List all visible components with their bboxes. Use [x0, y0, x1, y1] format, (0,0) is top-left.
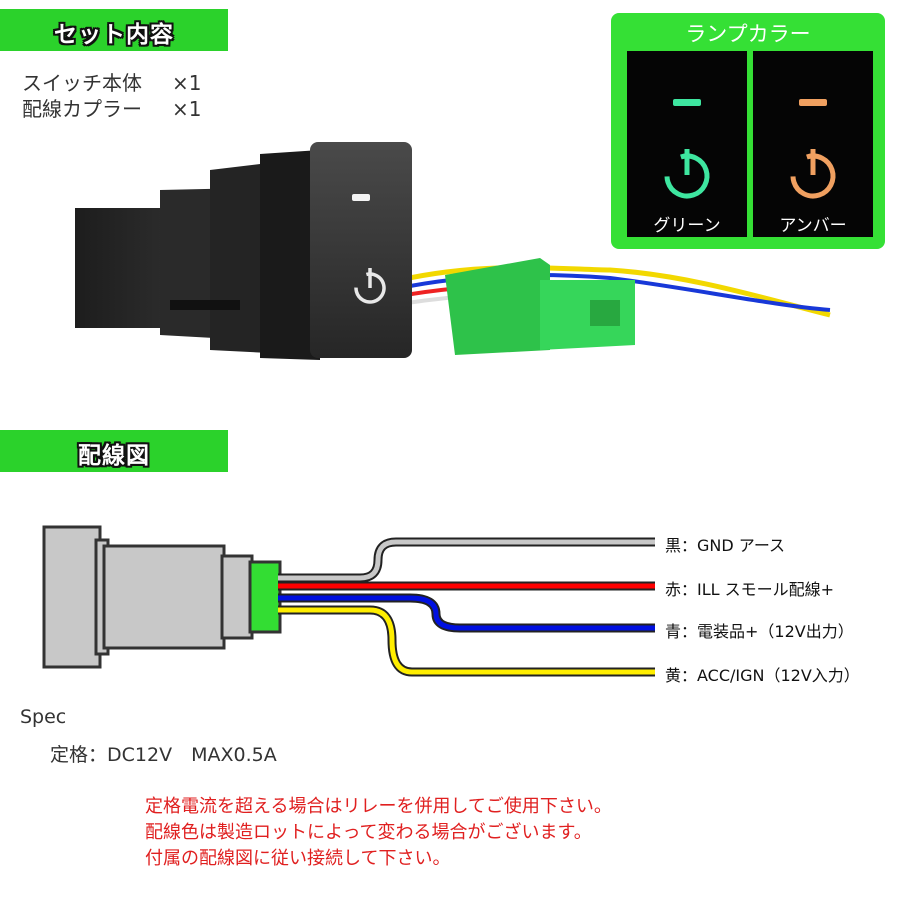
item-name: スイッチ本体 [22, 71, 142, 95]
item-qty: ×1 [172, 97, 202, 121]
wire-label-yellow: 黄：ACC/IGN（12V入力） [665, 666, 860, 685]
item-qty: ×1 [172, 71, 202, 95]
wire-label-black: 黒：GND アース [665, 536, 786, 555]
note-line: 付属の配線図に従い接続して下さい。 [145, 848, 451, 869]
section-header-set-contents: セット内容 [0, 9, 228, 51]
power-icon [790, 99, 836, 199]
lamp-color-panel: ランプカラー グリーン アンバー [611, 13, 885, 249]
wire-lines [278, 537, 655, 677]
note-line: 配線色は製造ロットによって変わる場合がございます。 [145, 822, 592, 843]
spec-heading: Spec [20, 706, 67, 728]
section-title: 配線図 [78, 443, 150, 469]
lamp-color-title: ランプカラー [685, 22, 811, 46]
note-line: 定格電流を超える場合はリレーを併用してご使用下さい。 [145, 796, 612, 817]
section-title: セット内容 [54, 22, 174, 48]
item-name: 配線カプラー [22, 97, 142, 121]
lamp-option-label: アンバー [779, 216, 847, 236]
wiring-diagram [42, 525, 655, 677]
product-photo [75, 142, 831, 360]
section-header-wiring: 配線図 [0, 430, 228, 472]
lamp-option-green: グリーン [627, 51, 747, 237]
contents-list: スイッチ本体 ×1 配線カプラー ×1 [22, 70, 201, 122]
list-item: スイッチ本体 ×1 [22, 70, 201, 96]
spec-rating: 定格：DC12V MAX0.5A [50, 744, 277, 766]
lamp-option-amber: アンバー [753, 51, 873, 237]
wire-label-blue: 青：電装品+（12V出力） [665, 622, 854, 641]
lamp-option-label: グリーン [653, 216, 721, 236]
list-item: 配線カプラー ×1 [22, 96, 201, 122]
power-icon [664, 99, 710, 199]
wire-label-red: 赤：ILL スモール配線+ [665, 580, 835, 599]
